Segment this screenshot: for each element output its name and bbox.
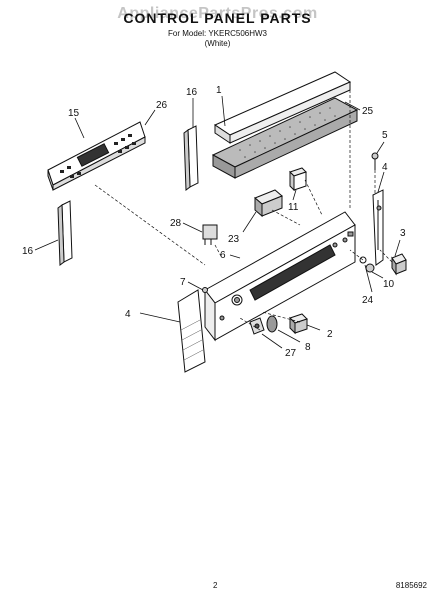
callout-27: 27	[285, 348, 297, 359]
part-5-screw	[371, 152, 379, 170]
callout-11: 11	[288, 202, 299, 213]
part-28-relay	[202, 224, 218, 245]
part-25-insulation	[211, 97, 359, 179]
callout-24: 24	[362, 295, 374, 306]
callout-8: 8	[305, 342, 311, 353]
callout-5: 5	[382, 130, 388, 141]
part-3-connector	[391, 253, 407, 276]
callout-labels: 1 25 5 4 3 16 15 26 11 16 28 23 6 7 10 2…	[22, 85, 406, 359]
part-8-knob	[266, 315, 278, 333]
page-number: 2	[213, 581, 218, 590]
diagram-title: CONTROL PANEL PARTS	[123, 10, 312, 26]
callout-2: 2	[327, 329, 333, 340]
part-2-block	[289, 313, 308, 335]
document-number: 8185692	[395, 581, 427, 590]
callout-7: 7	[180, 277, 186, 288]
part-23-switch	[254, 189, 283, 218]
callout-25: 25	[362, 106, 374, 117]
part-15-control-board	[47, 121, 146, 191]
watermark: AppliancePartsPros.com	[117, 5, 318, 22]
part-7-screw	[202, 287, 208, 293]
callout-4: 4	[382, 162, 388, 173]
part-1-trim-strip	[213, 71, 352, 144]
callout-26: 26	[156, 100, 168, 111]
part-16-end-cap-right	[183, 125, 199, 191]
callout-3: 3	[400, 228, 406, 239]
part-16-end-cap-left	[57, 200, 73, 266]
callout-15: 15	[68, 108, 80, 119]
callout-10: 10	[383, 279, 395, 290]
part-6-control-panel	[204, 211, 356, 342]
callout-28: 28	[170, 218, 182, 229]
callout-4-left: 4	[125, 309, 131, 320]
model-line: For Model: YKERC506HW3	[168, 29, 267, 38]
part-4-bracket-right	[372, 189, 384, 266]
part-27-switch	[249, 317, 265, 335]
callout-1: 1	[216, 85, 222, 96]
part-11-block	[289, 167, 307, 192]
callout-16: 16	[186, 87, 198, 98]
callout-6: 6	[220, 250, 226, 261]
callout-23: 23	[228, 234, 240, 245]
part-4-end-cap-left	[177, 289, 206, 373]
callout-16-left: 16	[22, 246, 34, 257]
part-10-nut	[365, 263, 375, 273]
color-note: (White)	[204, 39, 231, 48]
